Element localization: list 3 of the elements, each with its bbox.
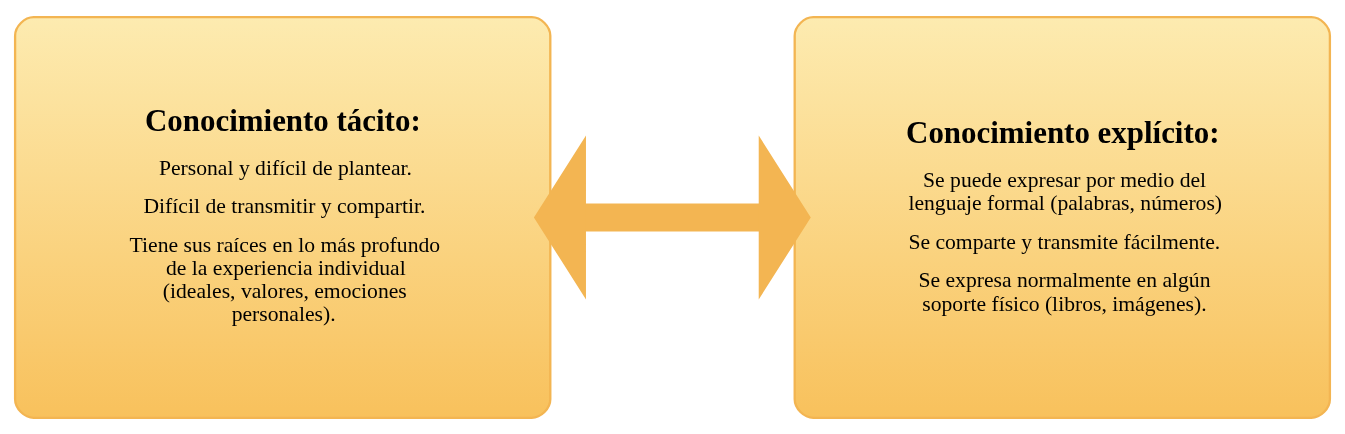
node-box: Conocimiento explícito: Se puede expresar por medio del lenguaje formal (palabras, números) Se comparte y transmite fácilmente. Se expresa normalmente en algún soporte físico (libros, imágenes). [793, 15, 1332, 419]
node-box: Conocimiento tácito: Personal y difícil de plantear. Difícil de transmitir y compartir. Tiene sus raíces en lo más profundo de la experiencia individual (ideales, valores, emociones personales). [13, 15, 552, 419]
arrow [533, 135, 811, 299]
